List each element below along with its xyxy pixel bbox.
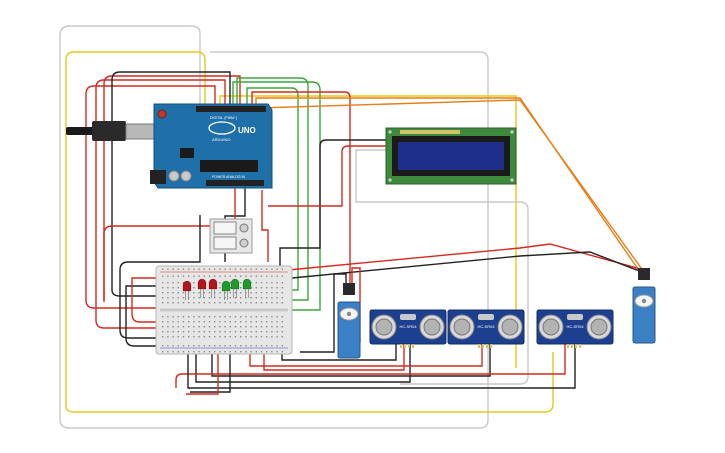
servo-1-connector [343, 283, 355, 295]
led-4[interactable] [221, 280, 231, 300]
ultrasonic-sensor-1[interactable]: HC-SR04 [369, 309, 447, 348]
wire-green-3[interactable] [228, 87, 299, 291]
arduino-model: UNO [238, 126, 256, 135]
servo-2-connector [638, 268, 650, 280]
usb-plug [92, 121, 126, 141]
relay-2 [213, 236, 237, 250]
led-2[interactable] [197, 278, 207, 298]
power-header[interactable] [206, 180, 264, 186]
sensor-label: HC-SR04 [399, 324, 417, 329]
led-5[interactable] [230, 278, 240, 298]
arduino-brand: ARDUINO [212, 137, 230, 142]
ultrasonic-sensor-2[interactable]: HC-SR04 [447, 309, 525, 348]
relay-1 [213, 221, 237, 235]
ultrasonic-sensor-group: HC-SR04 HC-SR04 HC-SR04 [369, 309, 614, 348]
wire-gray-lcd[interactable] [355, 149, 529, 385]
arduino-uno-board[interactable]: UNO ARDUINO DIGITAL (PWM~) POWER ANALOG … [66, 103, 273, 189]
capacitor-1 [180, 170, 192, 182]
breadboard[interactable] [155, 265, 293, 355]
usb-port [125, 123, 155, 140]
wire-yellow-1[interactable] [65, 51, 554, 413]
led-6[interactable] [242, 278, 252, 298]
wire-red-5v[interactable] [103, 188, 236, 300]
wire-yellow-2[interactable] [219, 95, 517, 368]
wire-black-s2[interactable] [211, 344, 491, 377]
wire-black-left[interactable] [125, 285, 160, 347]
relay-module[interactable] [209, 218, 253, 254]
wire-black-rail[interactable] [291, 251, 643, 279]
wire-black-servo1[interactable] [300, 273, 347, 353]
wire-orange-2[interactable] [257, 99, 645, 273]
power-header-label: POWER ANALOG IN [212, 175, 246, 179]
wire-red-s3[interactable] [175, 344, 566, 388]
wire-black-2[interactable] [119, 215, 201, 339]
digital-header[interactable] [196, 106, 266, 112]
lcd-16x2-display[interactable] [385, 127, 517, 185]
servo-motor-1[interactable] [337, 283, 361, 359]
small-chip [180, 148, 194, 158]
wire-red-left[interactable] [131, 277, 160, 323]
usb-cable [66, 127, 94, 135]
wire-orange-1[interactable] [255, 97, 641, 273]
wire-red-s2[interactable] [249, 344, 483, 367]
led-3[interactable] [208, 278, 218, 298]
dc-jack [150, 170, 166, 184]
servo-motor-2[interactable] [632, 268, 656, 344]
knob-1[interactable] [239, 223, 249, 233]
wire-black-lcd[interactable] [279, 139, 386, 270]
lcd-pin-header [400, 130, 460, 134]
wire-red-lcd[interactable] [268, 145, 386, 207]
wire-red-s1[interactable] [263, 344, 405, 371]
ultrasonic-sensor-3[interactable]: HC-SR04 [536, 309, 614, 348]
wire-white[interactable] [59, 25, 489, 429]
wire-red-rail[interactable] [287, 243, 645, 271]
led-group [182, 278, 252, 300]
wire-black-s3[interactable] [187, 344, 576, 389]
wire-red-2[interactable] [95, 79, 226, 329]
wire-black-s1[interactable] [281, 344, 397, 361]
digital-header-label: DIGITAL (PWM~) [210, 116, 237, 120]
sensor-label: HC-SR04 [477, 324, 495, 329]
capacitor-2 [168, 170, 180, 182]
led-1[interactable] [182, 280, 192, 300]
knob-2[interactable] [239, 238, 249, 248]
breadboard-holes [162, 268, 283, 353]
wire-green-2[interactable] [236, 77, 309, 301]
wire-black-s1b[interactable] [195, 344, 411, 383]
wire-red-6[interactable] [261, 190, 269, 262]
wires [59, 25, 645, 429]
arduino-logo-icon [208, 121, 236, 135]
wire-black-1[interactable] [111, 71, 231, 297]
lcd-screen [398, 142, 504, 170]
wire-red-1[interactable] [85, 85, 216, 309]
sensor-label: HC-SR04 [566, 324, 584, 329]
atmega-chip [200, 160, 258, 172]
reset-button[interactable] [157, 109, 167, 119]
